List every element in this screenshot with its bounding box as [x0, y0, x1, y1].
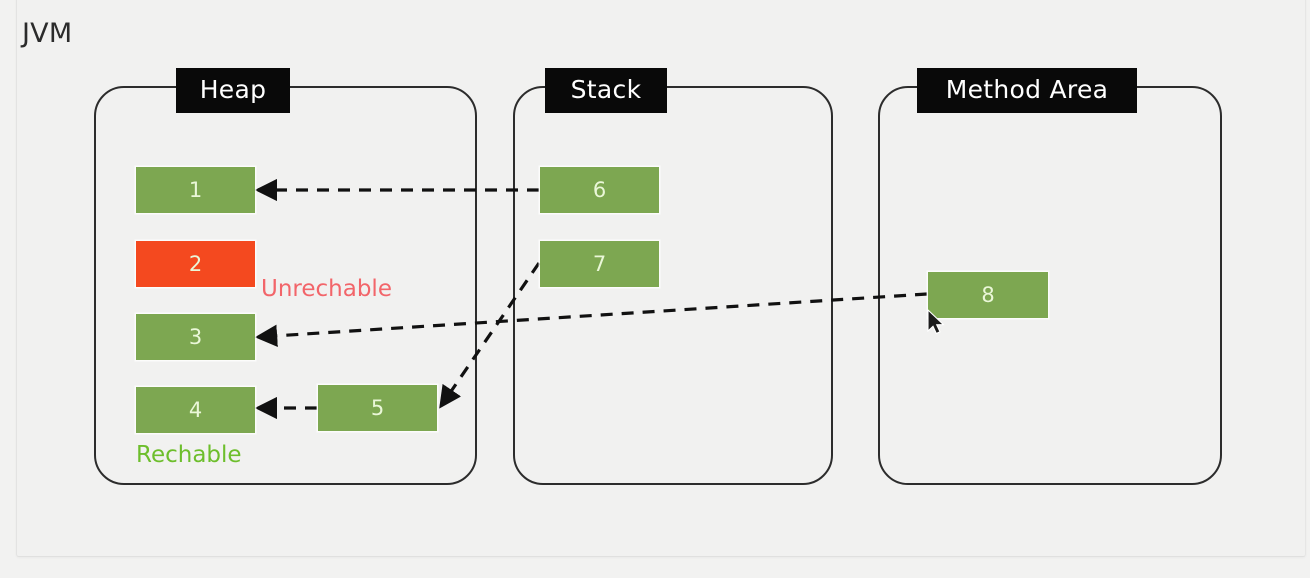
- unreachable-label: Unrechable: [261, 276, 392, 302]
- memory-cell-5[interactable]: 5: [318, 385, 437, 431]
- region-method-area-label: Method Area: [917, 68, 1137, 113]
- memory-cell-2[interactable]: 2: [136, 241, 255, 287]
- memory-cell-7[interactable]: 7: [540, 241, 659, 287]
- memory-cell-8[interactable]: 8: [928, 272, 1048, 318]
- memory-cell-6[interactable]: 6: [540, 167, 659, 213]
- reachable-label: Rechable: [136, 442, 242, 468]
- memory-cell-3[interactable]: 3: [136, 314, 255, 360]
- region-stack-label: Stack: [545, 68, 667, 113]
- region-heap-label: Heap: [176, 68, 290, 113]
- memory-cell-1[interactable]: 1: [136, 167, 255, 213]
- page-title: JVM: [22, 18, 73, 49]
- memory-cell-4[interactable]: 4: [136, 387, 255, 433]
